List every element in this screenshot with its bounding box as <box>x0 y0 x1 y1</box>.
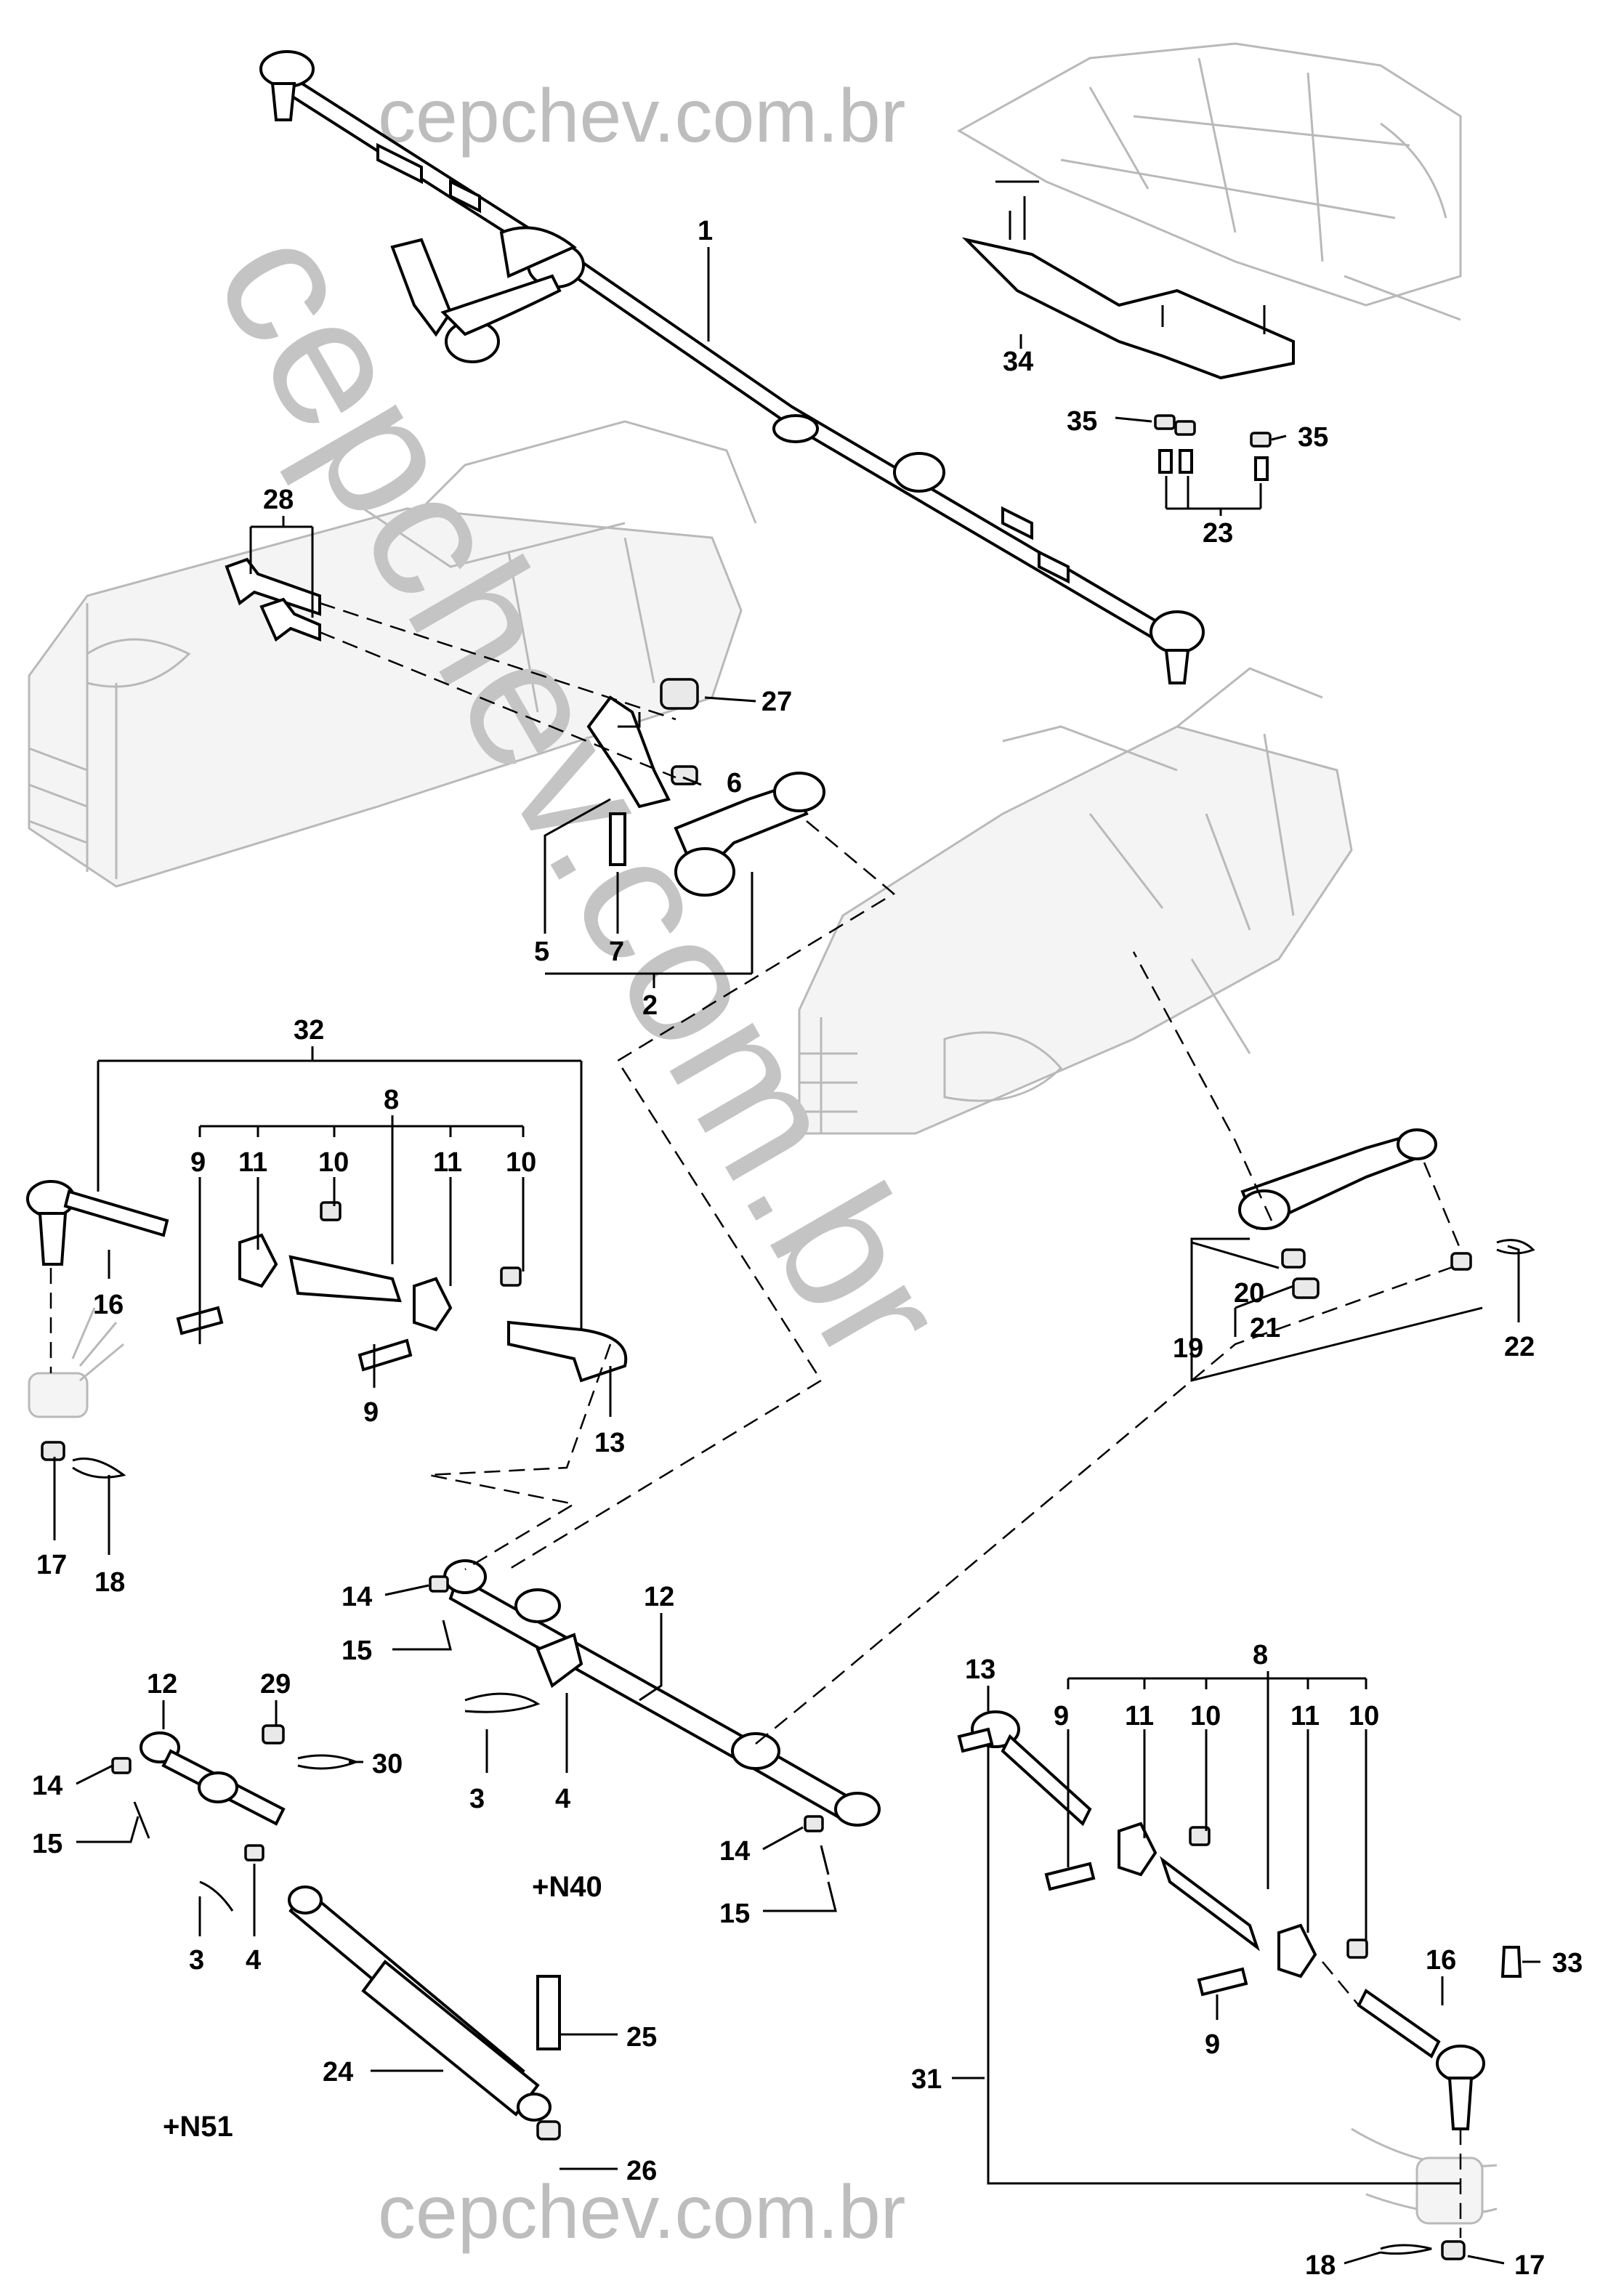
callout-4-lower-left: 4 <box>246 1945 261 1976</box>
callout-25: 25 <box>626 2022 657 2053</box>
callout-9-right-top: 9 <box>1054 1701 1069 1731</box>
watermark-bottom: cepchev.com.br <box>378 2170 905 2255</box>
callout-9-left-bottom: 9 <box>363 1397 379 1428</box>
callout-14-center: 14 <box>719 1836 750 1867</box>
callout-11-right-a: 11 <box>1125 1701 1154 1731</box>
callout-1: 1 <box>698 216 713 246</box>
callout-32: 32 <box>294 1015 324 1046</box>
callout-10-left-a: 10 <box>318 1147 349 1178</box>
callout-30: 30 <box>372 1749 403 1779</box>
callout-21: 21 <box>1250 1313 1280 1343</box>
option-note-n51: +N51 <box>163 2111 233 2143</box>
callout-17-left: 17 <box>36 1550 67 1580</box>
option-note-n40: +N40 <box>532 1871 602 1903</box>
chassis-ghost-under-16b <box>1351 2127 1498 2225</box>
callout-2: 2 <box>642 990 658 1021</box>
callout-11-left-a: 11 <box>238 1147 267 1178</box>
callout-3-lower-left: 3 <box>189 1945 204 1976</box>
callout-18-left: 18 <box>94 1567 125 1598</box>
relay-rod-assembly <box>259 50 1205 684</box>
ghost-under-16a <box>28 1307 124 1418</box>
callout-27: 27 <box>761 687 792 717</box>
callout-29: 29 <box>260 1669 291 1699</box>
callout-4-mid: 4 <box>555 1784 570 1814</box>
callout-labels: 1 34 35 35 23 28 27 6 5 7 2 32 8 9 11 10… <box>32 216 1583 2281</box>
callout-35-right: 35 <box>1298 422 1328 453</box>
chassis-frame-ghost-mid-right <box>798 667 1353 1135</box>
callout-13-left: 13 <box>594 1428 625 1458</box>
callout-8-right: 8 <box>1253 1640 1268 1670</box>
callout-10-right-a: 10 <box>1190 1701 1221 1731</box>
callout-16-right: 16 <box>1426 1945 1456 1976</box>
pitman-arm <box>1238 1128 1535 1299</box>
callout-28: 28 <box>263 485 294 515</box>
watermark-top: cepchev.com.br <box>378 74 905 158</box>
idler-arm-bracket-group <box>225 557 825 897</box>
callout-15-mid: 15 <box>342 1636 372 1666</box>
callout-14-lower-left: 14 <box>32 1771 62 1801</box>
callout-6: 6 <box>727 768 742 799</box>
callout-31: 31 <box>911 2064 942 2095</box>
steering-damper-group <box>111 1724 561 2141</box>
callout-11-right-b: 11 <box>1290 1701 1320 1731</box>
callout-11-left-b: 11 <box>433 1147 462 1178</box>
callout-14-mid: 14 <box>342 1582 372 1612</box>
callout-10-left-b: 10 <box>506 1147 536 1178</box>
assembly-dashed-lines <box>49 602 1462 2238</box>
leader-lines <box>53 247 1540 2265</box>
callout-33: 33 <box>1552 1948 1583 1978</box>
callout-15-center: 15 <box>719 1899 750 1929</box>
callout-22: 22 <box>1504 1332 1535 1362</box>
chassis-frame-ghost-top-right <box>956 42 1462 321</box>
callout-17-right: 17 <box>1514 2250 1545 2281</box>
callout-20: 20 <box>1234 1278 1264 1309</box>
callout-7: 7 <box>609 937 624 967</box>
callout-15-lower-left: 15 <box>32 1829 62 1859</box>
callout-26: 26 <box>626 2156 657 2186</box>
callout-9-right-bottom: 9 <box>1205 2029 1220 2060</box>
callout-23: 23 <box>1203 518 1233 549</box>
callout-18-right: 18 <box>1305 2250 1336 2281</box>
callout-19: 19 <box>1173 1333 1203 1364</box>
tie-rod-assembly-left <box>26 1180 628 1479</box>
skid-plate <box>961 180 1295 481</box>
callout-34: 34 <box>1003 347 1033 377</box>
callout-24: 24 <box>323 2057 353 2087</box>
callout-9-left-top: 9 <box>190 1147 206 1178</box>
callout-5: 5 <box>534 937 549 967</box>
center-link <box>429 1559 881 1875</box>
callout-10-right-b: 10 <box>1349 1701 1379 1731</box>
callout-3-mid: 3 <box>469 1784 485 1814</box>
chassis-frame-ghost-left <box>28 420 757 888</box>
callout-13-right: 13 <box>965 1654 995 1685</box>
callout-16-left: 16 <box>93 1290 124 1320</box>
callout-12-lower-left: 12 <box>147 1669 177 1699</box>
callout-8-left: 8 <box>384 1085 399 1115</box>
callout-12-mid: 12 <box>644 1582 674 1612</box>
callout-35-left: 35 <box>1067 406 1097 437</box>
